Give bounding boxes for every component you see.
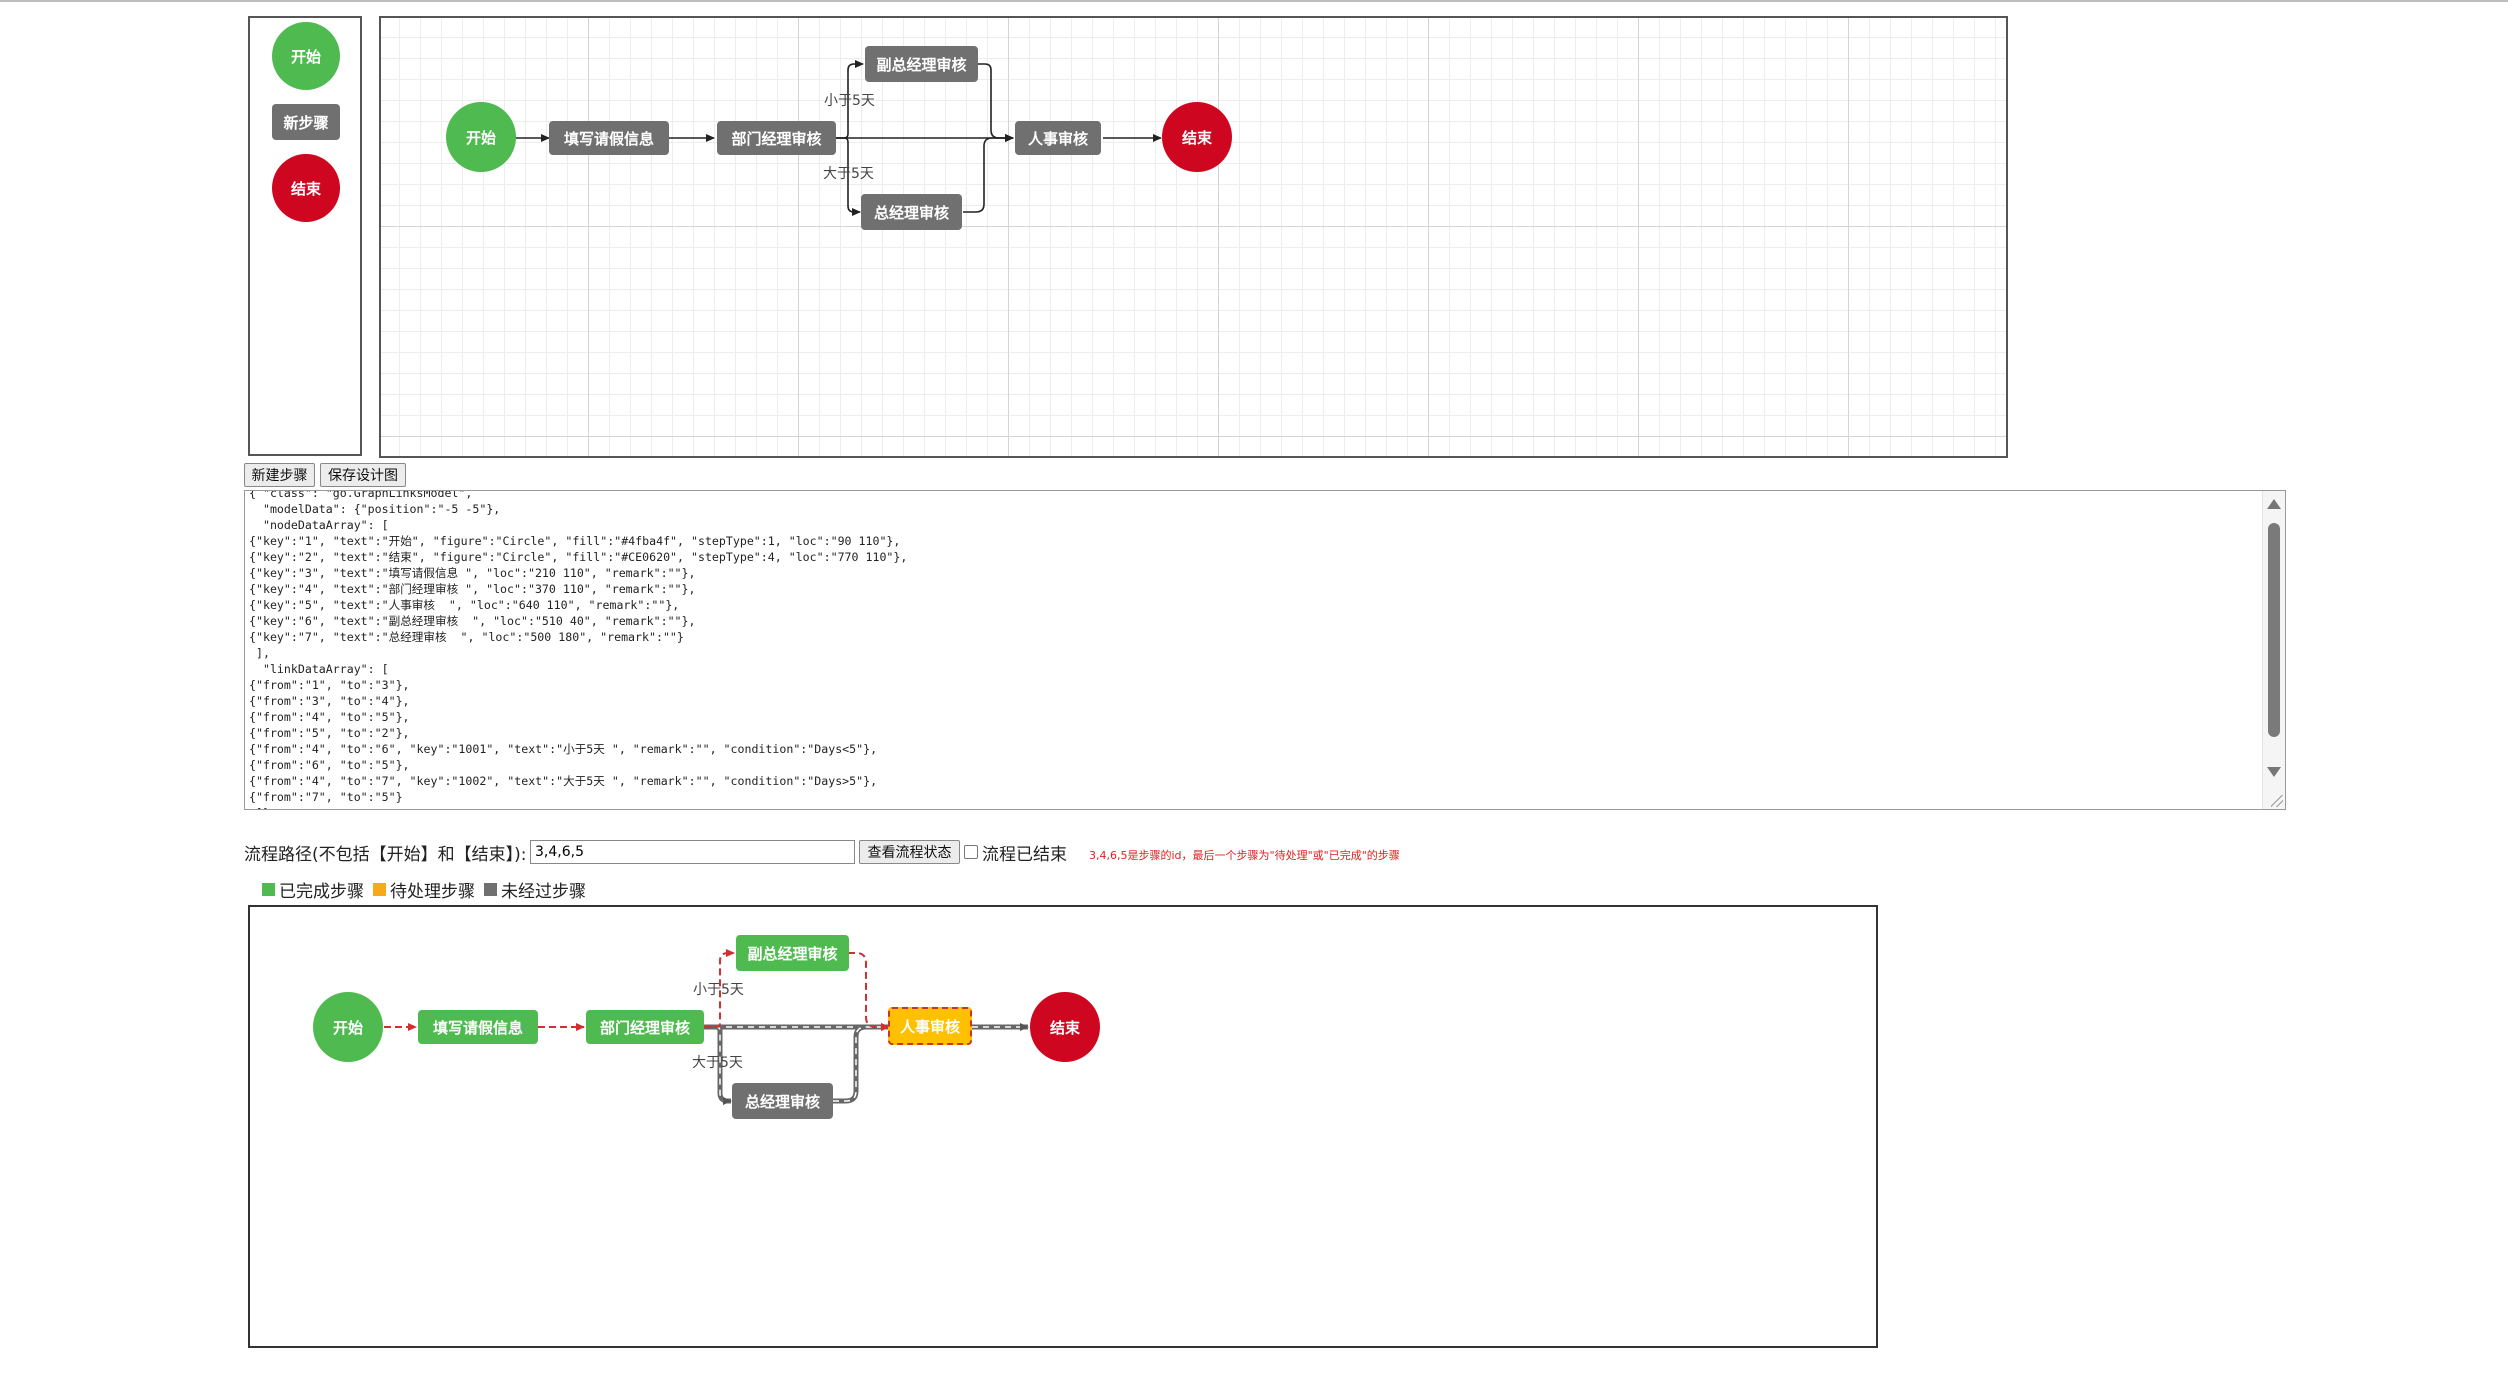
check-status-button[interactable]: 查看流程状态 [859,840,960,864]
legend-unvisited: 未经过步骤 [484,877,586,902]
link-gm-hr-unvisited [833,1024,889,1104]
status-node-fill-info[interactable]: 填写请假信息 [418,1010,538,1044]
palette-start-node[interactable]: 开始 [272,22,340,90]
status-node-end[interactable]: 结束 [1030,992,1100,1062]
model-json-textarea[interactable]: { "class": "go.GraphLinksModel", "modelD… [244,490,2286,810]
palette-end-node[interactable]: 结束 [272,154,340,222]
link-dept-gm [836,137,861,216]
legend-pending-label: 待处理步骤 [390,882,475,902]
path-label: 流程路径(不包括【开始】和【结束】): [244,845,527,865]
status-node-dept-manager[interactable]: 部门经理审核 [586,1010,704,1044]
scroll-up-arrow-icon[interactable] [2267,499,2281,509]
design-links [477,60,1162,216]
scroll-down-arrow-icon[interactable] [2267,767,2281,777]
legend-unvisited-label: 未经过步骤 [501,882,586,902]
path-hint: 3,4,6,5是步骤的id，最后一个步骤为"待处理"或"已完成"的步骤 [1089,849,1400,862]
link-deputy-hr [977,63,1014,142]
status-label-less-5-days: 小于5天 [693,982,744,998]
palette-step-node[interactable]: 新步骤 [272,104,340,140]
status-node-hr-pending[interactable]: 人事审核 [888,1007,972,1045]
link-dept-deputy-done [704,949,735,1028]
new-step-button[interactable]: 新建步骤 [244,463,315,487]
link-gm-hr [963,134,1014,213]
legend-unvisited-swatch [484,883,497,896]
node-palette: 开始 新步骤 结束 [248,16,362,456]
legend-done: 已完成步骤 [262,877,364,902]
status-node-start[interactable]: 开始 [313,992,383,1062]
status-node-gm[interactable]: 总经理审核 [732,1083,833,1119]
json-scrollbar[interactable] [2262,491,2285,809]
status-label-more-5-days: 大于5天 [692,1055,743,1071]
resize-grip-icon[interactable] [2271,795,2283,807]
node-start[interactable]: 开始 [446,102,516,172]
status-node-deputy-gm[interactable]: 副总经理审核 [736,935,849,971]
legend-done-swatch [262,883,275,896]
path-input[interactable] [530,840,855,864]
top-border [0,0,2508,2]
link-deputy-hr-done [848,952,890,1031]
status-canvas[interactable]: 开始 填写请假信息 部门经理审核 副总经理审核 总经理审核 人事审核 结束 小于… [248,905,1878,1348]
save-design-button[interactable]: 保存设计图 [320,463,406,487]
model-json-text: { "class": "go.GraphLinksModel", "modelD… [249,490,908,809]
legend-pending-swatch [373,883,386,896]
node-end[interactable]: 结束 [1162,102,1232,172]
finished-checkbox[interactable] [964,845,978,859]
label-more-5-days: 大于5天 [823,166,874,182]
status-links [384,949,1029,1105]
finished-label: 流程已结束 [982,845,1067,865]
status-legend: 已完成步骤 待处理步骤 未经过步骤 [262,877,595,902]
node-fill-info[interactable]: 填写请假信息 [549,121,669,155]
label-less-5-days: 小于5天 [824,93,875,109]
node-hr[interactable]: 人事审核 [1015,121,1101,155]
node-dept-manager[interactable]: 部门经理审核 [717,121,836,155]
node-deputy-gm[interactable]: 副总经理审核 [865,46,978,82]
legend-pending: 待处理步骤 [373,877,475,902]
legend-done-label: 已完成步骤 [279,882,364,902]
design-canvas[interactable]: 开始 填写请假信息 部门经理审核 副总经理审核 总经理审核 人事审核 结束 小于… [379,16,2008,458]
node-gm[interactable]: 总经理审核 [861,194,962,230]
scroll-thumb[interactable] [2268,523,2280,737]
